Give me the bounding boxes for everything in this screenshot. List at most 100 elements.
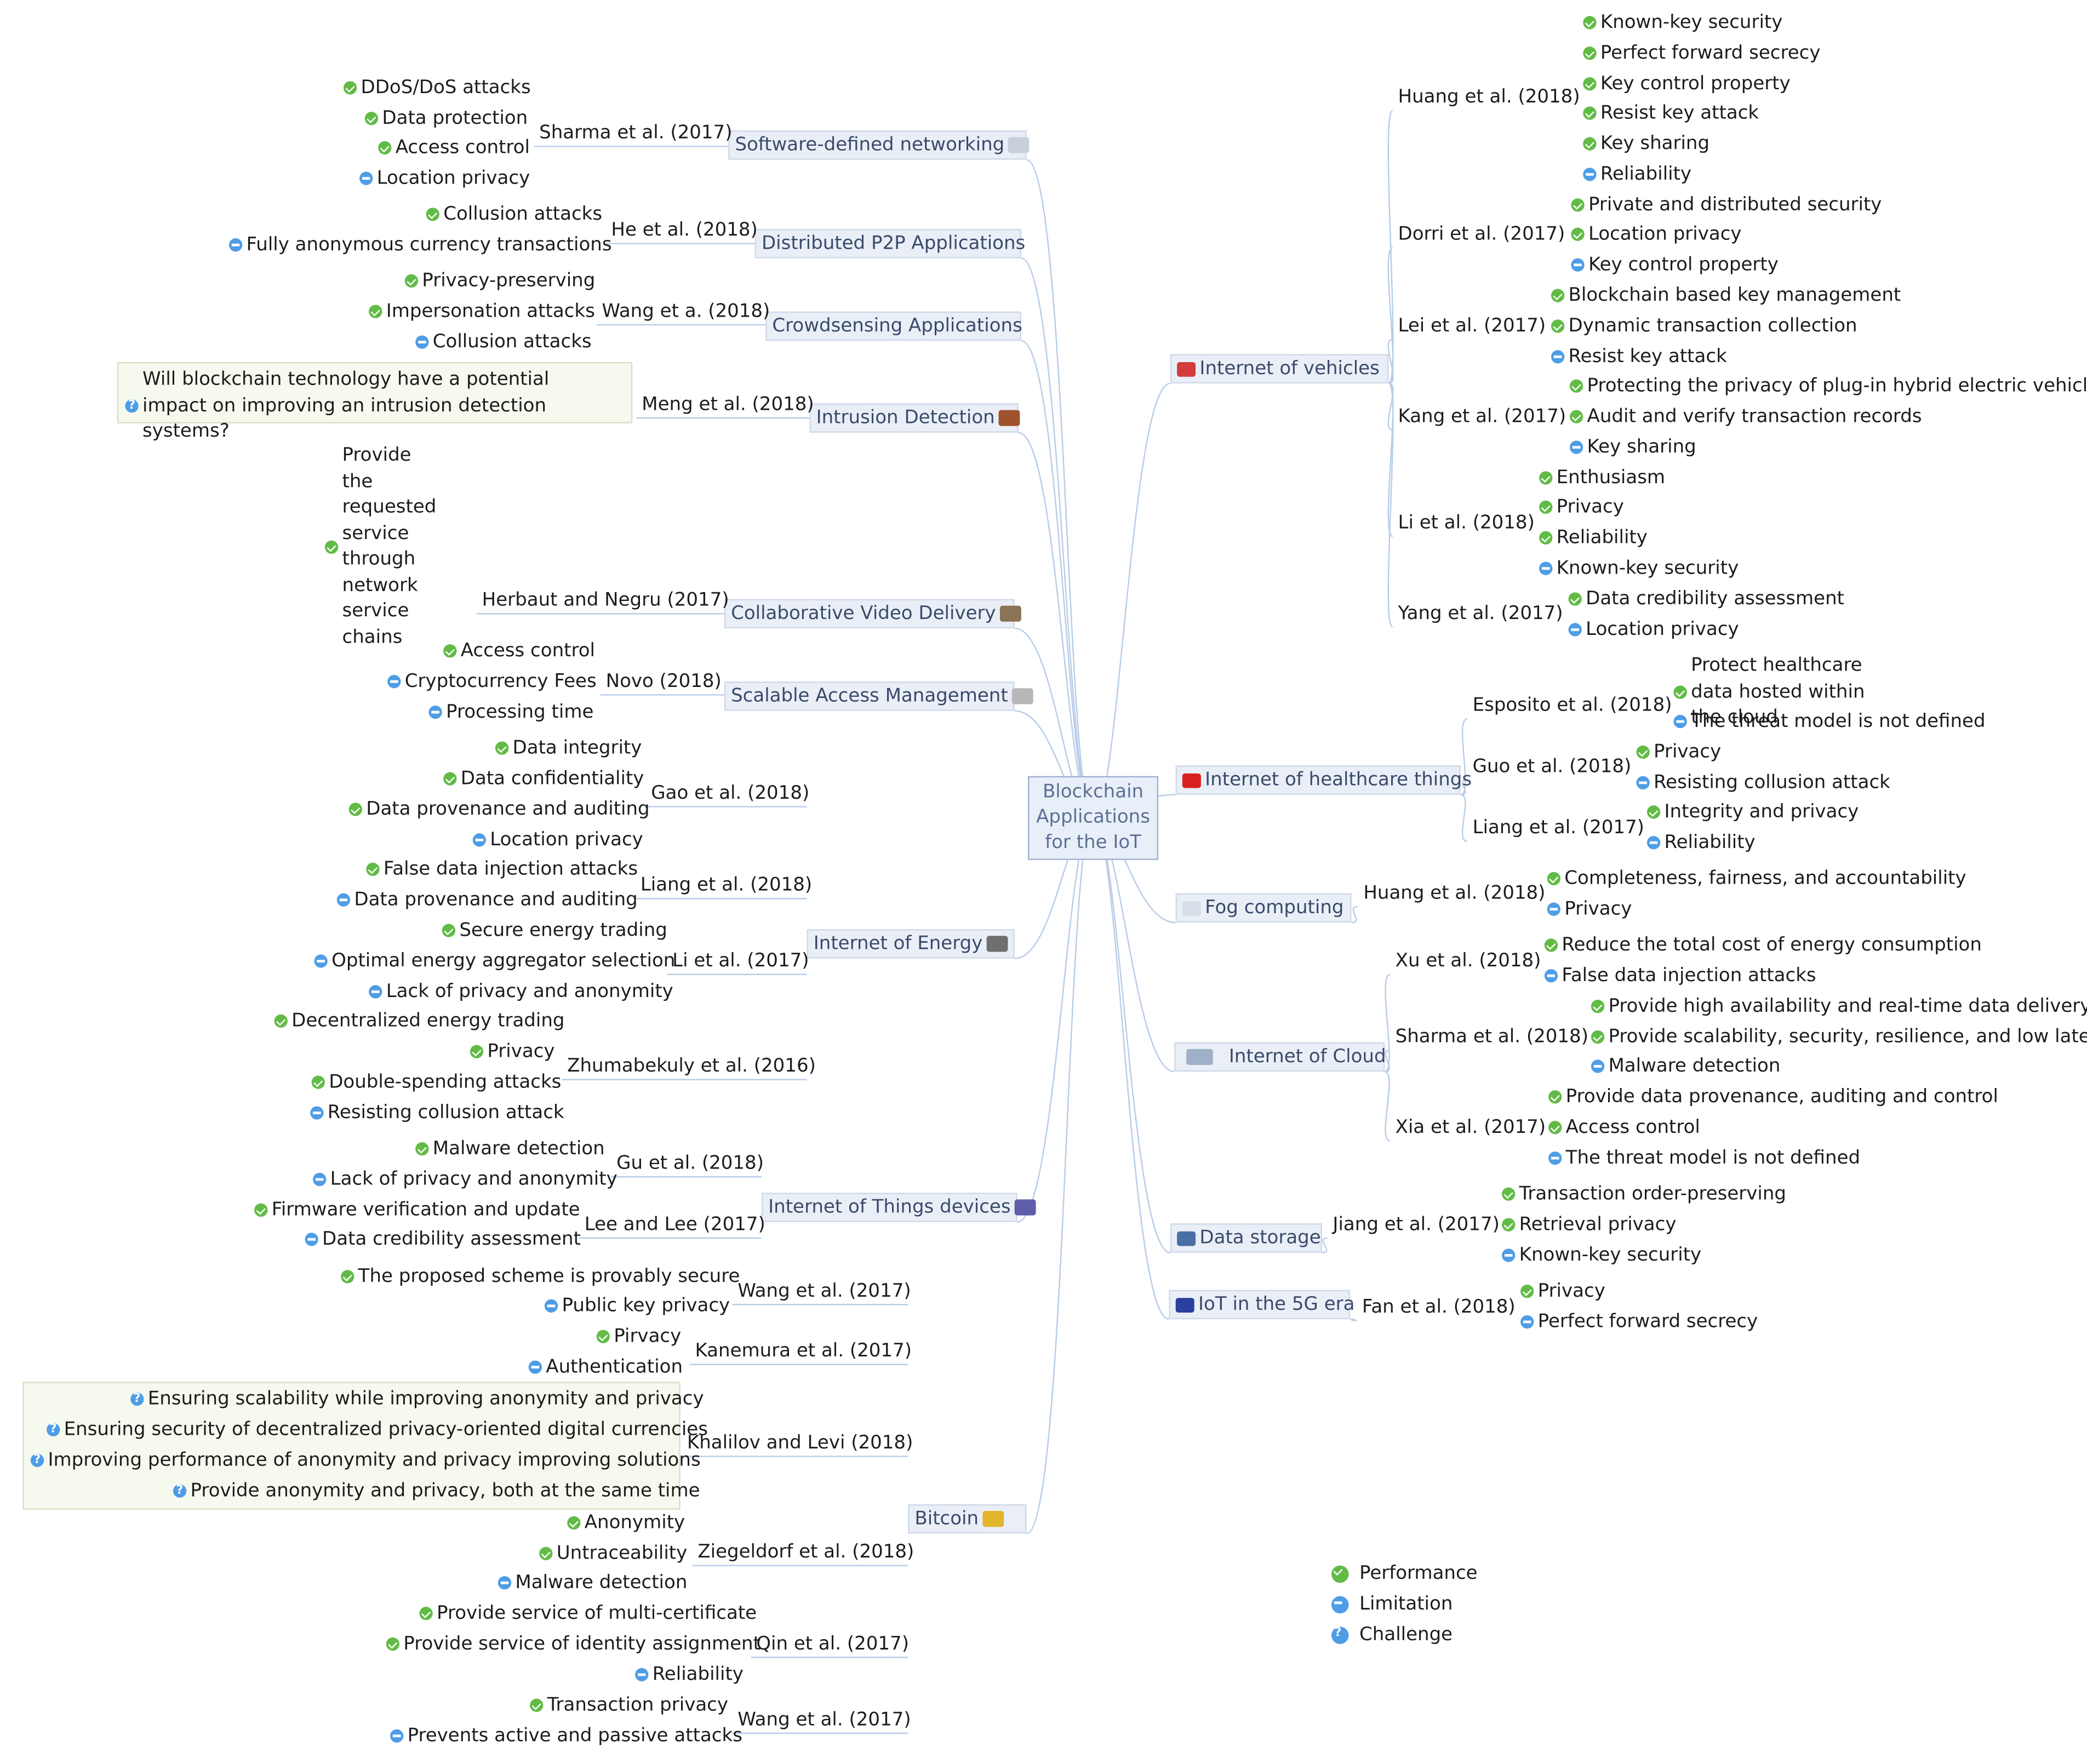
- item-text: Reduce the total cost of energy consumpt…: [1562, 934, 1982, 956]
- item-text: Authentication: [546, 1356, 683, 1378]
- limitation-item: Location privacy: [359, 167, 530, 191]
- item-text: Data confidentiality: [460, 768, 644, 789]
- root-topic[interactable]: Blockchain Applications for the IoT: [1027, 776, 1159, 860]
- check-icon: [366, 862, 380, 876]
- item-text: Malware detection: [515, 1572, 688, 1594]
- antenna-icon: [1175, 1297, 1194, 1312]
- connector-line: [1093, 816, 1169, 1320]
- item-text: Resisting collusion attack: [327, 1102, 564, 1124]
- network-icon: [1008, 137, 1030, 153]
- minus-icon: [1539, 562, 1553, 575]
- topic-right-0[interactable]: Internet of vehicles: [1170, 354, 1389, 383]
- performance-item: Data integrity: [495, 736, 642, 760]
- topic-left-4[interactable]: Collaborative Video Delivery: [724, 599, 1021, 628]
- check-icon: [1591, 1030, 1605, 1044]
- performance-item: Privacy-preserving: [404, 269, 596, 293]
- item-text: Reliability: [652, 1664, 744, 1686]
- car-icon: [1177, 361, 1196, 376]
- item-text: Private and distributed security: [1588, 194, 1882, 216]
- challenge-group: [117, 362, 633, 423]
- item-text: Improving performance of anonymity and p…: [48, 1450, 701, 1471]
- item-text: Reliability: [1556, 527, 1648, 549]
- item-text: Fully anonymous currency transactions: [246, 234, 612, 256]
- reference-label: Novo (2018): [605, 671, 722, 692]
- item-text: Perfect forward secrecy: [1600, 42, 1821, 64]
- reference-label: Ziegeldorf et al. (2018): [697, 1541, 914, 1563]
- reference-label: Li et al. (2017): [672, 950, 809, 972]
- item-text: Protecting the privacy of plug-in hybrid…: [1587, 375, 2087, 397]
- reference-label: Dorri et al. (2017): [1398, 224, 1565, 245]
- topic-left-6[interactable]: Internet of Energy: [807, 929, 1015, 959]
- limitation-item: Data credibility assessment: [305, 1227, 581, 1251]
- minus-icon: [472, 833, 486, 847]
- performance-item: Decentralized energy trading: [274, 1009, 565, 1033]
- cloud-computer-icon: [1186, 1049, 1213, 1065]
- connector-line: [1017, 816, 1094, 1223]
- topic-right-4[interactable]: Data storage: [1170, 1223, 1322, 1253]
- performance-item: Key sharing: [1583, 132, 1709, 156]
- limitation-item: Resist key attack: [1551, 345, 1727, 369]
- item-text: Will blockchain technology have a potent…: [142, 369, 550, 442]
- minus-icon: [1673, 714, 1687, 729]
- check-icon: [1583, 137, 1597, 151]
- performance-item: Firmware verification and update: [254, 1198, 580, 1222]
- cloud-icon: [1182, 900, 1201, 915]
- item-text: Privacy-preserving: [422, 270, 596, 292]
- medical-cross-icon: [1182, 772, 1201, 788]
- check-icon: [443, 772, 457, 786]
- performance-item: Retrieval privacy: [1502, 1213, 1676, 1237]
- performance-item: Transaction privacy: [530, 1693, 728, 1717]
- check-icon: [495, 741, 509, 755]
- item-text: Ensuring security of decentralized priva…: [64, 1419, 708, 1441]
- topic-right-2[interactable]: Fog computing: [1175, 893, 1352, 923]
- topic-right-3[interactable]: Internet of Cloud: [1174, 1042, 1386, 1072]
- item-text: Reliability: [1664, 832, 1756, 854]
- topic-left-7[interactable]: Internet of Things devices: [761, 1193, 1036, 1222]
- topic-right-1[interactable]: Internet of healthcare things: [1175, 765, 1472, 795]
- topic-label: Internet of Things devices: [768, 1196, 1011, 1218]
- check-icon: [378, 141, 392, 154]
- check-icon: [1520, 1284, 1534, 1298]
- item-text: Data provenance and auditing: [354, 889, 638, 911]
- challenge-item: Improving performance of anonymity and p…: [30, 1448, 701, 1473]
- connector-line: [1385, 1050, 1391, 1073]
- performance-item: Integrity and privacy: [1646, 800, 1859, 824]
- limitation-item: Known-key security: [1502, 1244, 1701, 1268]
- item-text: Resist key attack: [1568, 346, 1727, 368]
- topic-left-5[interactable]: Scalable Access Management: [724, 681, 1033, 711]
- question-icon: [173, 1480, 187, 1502]
- topic-left-2[interactable]: Crowdsensing Applications: [765, 311, 1022, 341]
- item-text: Blockchain based key management: [1568, 285, 1901, 306]
- device-icon: [1014, 1199, 1036, 1216]
- connector-line: [1460, 794, 1468, 842]
- connector-line: [1018, 432, 1094, 818]
- performance-item: Anonymity: [567, 1511, 685, 1535]
- check-icon: [1583, 77, 1597, 91]
- item-text: The threat model is not defined: [1691, 711, 1986, 732]
- item-text: The threat model is not defined: [1565, 1147, 1861, 1169]
- item-text: Provide the requested service through ne…: [342, 444, 437, 648]
- legend-challenge: Challenge: [1331, 1622, 1453, 1647]
- reference-label: Huang et al. (2018): [1363, 883, 1546, 904]
- performance-item: Provide service of identity assignment: [386, 1632, 761, 1656]
- topic-left-1[interactable]: Distributed P2P Applications: [754, 228, 1025, 259]
- tools-icon: [986, 936, 1008, 952]
- topic-right-5[interactable]: IoT in the 5G era: [1169, 1290, 1355, 1320]
- topic-left-3[interactable]: Intrusion Detection: [809, 403, 1020, 433]
- check-icon: [1646, 805, 1661, 819]
- topic-left-8[interactable]: Bitcoin: [908, 1504, 1027, 1534]
- minus-icon: [228, 238, 243, 252]
- check-icon: [1583, 16, 1597, 30]
- minus-icon: [305, 1233, 318, 1246]
- check-icon: [274, 1014, 288, 1028]
- check-icon: [1591, 999, 1605, 1013]
- minus-icon: [1571, 258, 1585, 272]
- reference-label: Liang et al. (2018): [640, 874, 813, 896]
- question-icon: [30, 1450, 44, 1471]
- topic-left-0[interactable]: Software-defined networking: [728, 130, 1030, 160]
- question-icon: [125, 396, 139, 417]
- check-icon: [348, 803, 362, 816]
- challenge-item: Provide anonymity and privacy, both at t…: [173, 1479, 700, 1503]
- item-text: Provide data provenance, auditing and co…: [1565, 1086, 1998, 1108]
- topic-label: Software-defined networking: [735, 134, 1005, 156]
